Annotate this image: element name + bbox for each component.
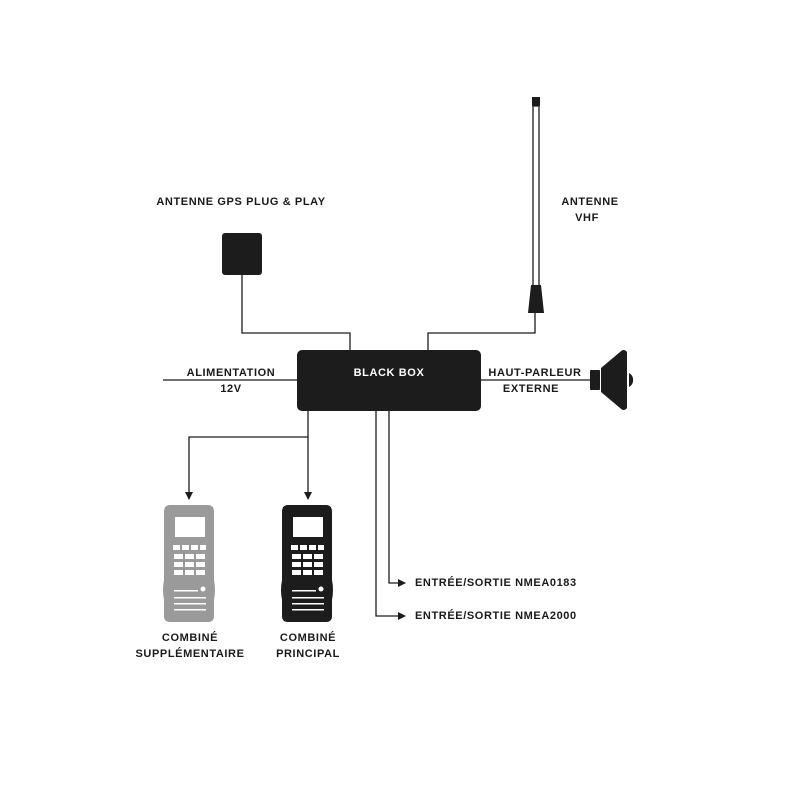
speaker-label-line2: EXTERNE: [502, 383, 560, 395]
power-label-line1: ALIMENTATION: [186, 367, 276, 379]
handset-main-icon: [281, 505, 333, 622]
nmea2000-cable: [375, 411, 406, 620]
gps-antenna-icon: [222, 233, 262, 275]
speaker-icon: [590, 350, 634, 410]
handset-main-label-line1: COMBINÉ: [279, 632, 337, 644]
handset-extra-label-line2: SUPPLÉMENTAIRE: [135, 648, 245, 660]
vhf-antenna-label-line2: VHF: [575, 212, 599, 224]
vhf-antenna-icon: [528, 97, 544, 313]
black-box-label: BLACK BOX: [353, 367, 425, 379]
gps-cable: [241, 275, 351, 350]
gps-antenna-label: ANTENNE GPS PLUG & PLAY: [156, 196, 326, 208]
handset-main-label-line2: PRINCIPAL: [276, 648, 340, 660]
speaker-label-line1: HAUT-PARLEUR: [488, 367, 582, 379]
nmea0183-label: ENTRÉE/SORTIE NMEA0183: [415, 577, 577, 589]
black-box: [297, 350, 481, 411]
handset-extra-cable: [185, 411, 309, 500]
nmea0183-cable: [388, 411, 406, 587]
nmea2000-label: ENTRÉE/SORTIE NMEA2000: [415, 610, 577, 622]
power-label-line2: 12V: [220, 383, 242, 395]
vhf-cable: [427, 313, 536, 350]
handset-extra-label-line1: COMBINÉ: [161, 632, 219, 644]
vhf-antenna-label-line1: ANTENNE: [561, 196, 619, 208]
handset-extra-icon: [163, 505, 215, 622]
